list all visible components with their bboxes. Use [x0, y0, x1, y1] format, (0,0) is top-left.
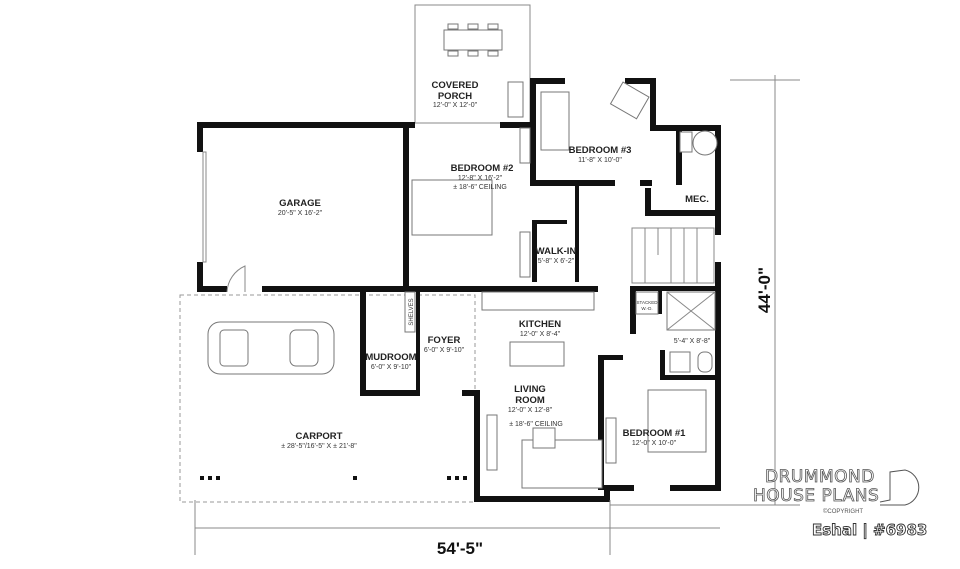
kitchen-island [509, 341, 565, 367]
porch-outline [414, 4, 531, 124]
kitchen-label: KITCHEN [519, 319, 561, 330]
living-size: 12'-0" X 12'-8" [508, 407, 553, 414]
stacked-wd-label: STACKED [637, 300, 659, 305]
mudroom-size: 6'-0" X 9'-10" [371, 364, 412, 371]
walkin-size: 5'-8" X 6'-2" [538, 258, 575, 265]
bathroom-size: 5'-4" X 8'-8" [674, 338, 711, 345]
walkin-label: WALK-IN [536, 246, 577, 257]
drummond-logo: DRUMMOND HOUSE PLANS ©COPYRIGHT [753, 467, 920, 515]
porch-label-2: PORCH [438, 91, 472, 102]
carport-outline [179, 294, 476, 503]
armchair [609, 81, 650, 120]
depth-dimension: 44'-0" [755, 267, 774, 313]
bed-1 [647, 389, 707, 453]
bed-3 [540, 91, 570, 151]
bedroom2-ceiling: ± 18'-6" CEILING [453, 184, 507, 191]
mec-unit [679, 131, 693, 153]
bedroom3-size: 11'-8" X 10'-0" [578, 157, 622, 164]
bed-2 [411, 179, 493, 236]
dresser [605, 417, 617, 464]
bedroom1-size: 12'-0" X 10'-0" [632, 440, 677, 447]
bedroom2-size: 12'-8" X 16'-2" [458, 175, 503, 182]
toilet [697, 351, 713, 373]
logo-line1: DRUMMOND [765, 467, 875, 487]
logo-line2: HOUSE PLANS [753, 486, 879, 506]
shelves-label: SHELVES [409, 298, 415, 325]
plan-name: Eshal | #6983 [812, 521, 927, 540]
garage-label: GARAGE [279, 198, 321, 209]
bedroom3-label: BEDROOM #3 [569, 145, 632, 156]
kitchen-size: 12'-0" X 8'-4" [520, 331, 561, 338]
car-icon [207, 321, 335, 375]
wardrobe [519, 127, 531, 164]
living-label: LIVING [514, 384, 546, 395]
foyer-label: FOYER [428, 335, 461, 346]
living-label-2: ROOM [515, 395, 545, 406]
stairs [631, 227, 715, 284]
carport-label: CARPORT [296, 431, 343, 442]
garage-entry-door [226, 265, 246, 293]
mudroom-label: MUDROOM [365, 352, 416, 363]
width-dimension: 54'-5" [437, 539, 483, 558]
bedroom2-label: BEDROOM #2 [451, 163, 514, 174]
garage-door [202, 151, 207, 263]
kitchen-counter [481, 291, 595, 311]
stacked-wd-label-2: W.-D. [641, 306, 652, 311]
copyright: ©COPYRIGHT [823, 508, 863, 515]
porch-label: COVERED [432, 80, 479, 91]
mec-label: MEC. [685, 194, 709, 205]
carport-posts [200, 476, 467, 480]
porch-lounger [507, 81, 524, 118]
fireplace [486, 414, 498, 471]
carport-size: ± 28'-5"/16'-5" X ± 21'-8" [281, 443, 357, 450]
porch-table [443, 23, 503, 57]
water-heater [692, 130, 718, 156]
walls [197, 78, 721, 502]
shelves-unit [404, 291, 416, 333]
bedroom1-label: BEDROOM #1 [623, 428, 687, 439]
foyer-size: 6'-0" X 9'-10" [424, 347, 465, 354]
living-ceiling: ± 18'-6" CEILING [509, 421, 563, 428]
vanity [669, 351, 691, 373]
porch-size: 12'-0" X 12'-0" [433, 102, 478, 109]
coffee-table [532, 427, 556, 449]
tv-unit [519, 231, 531, 278]
garage-size: 20'-5" X 16'-2" [278, 210, 323, 217]
washer-dryer [635, 291, 659, 315]
